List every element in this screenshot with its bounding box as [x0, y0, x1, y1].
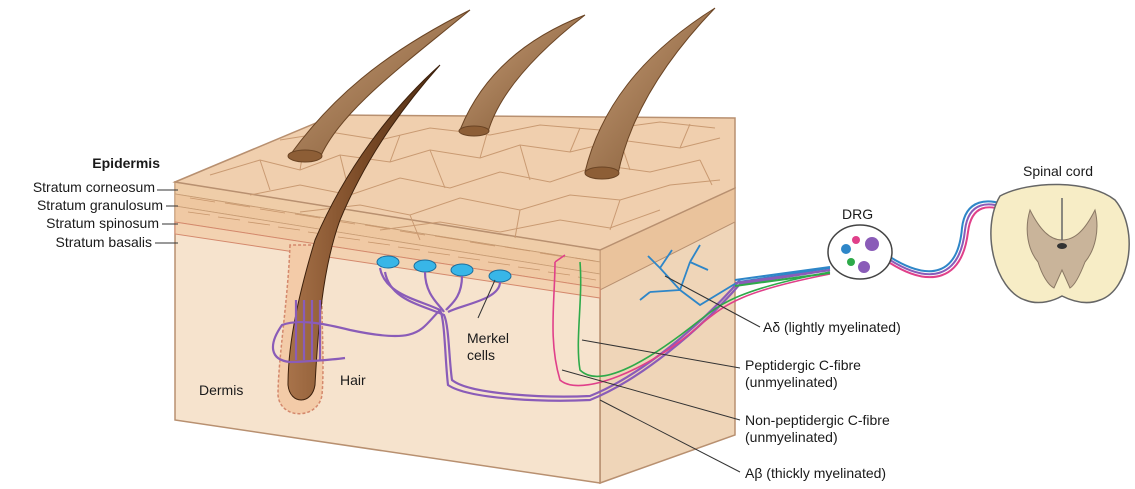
peptidergic-c-fibre-label: Peptidergic C-fibre (unmyelinated)	[745, 357, 861, 391]
hair-pore-1	[288, 150, 322, 162]
hair-shaft-2	[460, 15, 585, 132]
merkel-cell	[489, 270, 511, 282]
hair-label: Hair	[340, 372, 366, 389]
stratum-spinosum-label: Stratum spinosum	[0, 215, 159, 232]
drg-ganglion	[828, 225, 892, 279]
merkel-cell	[414, 260, 436, 272]
merkel-cell	[451, 264, 473, 276]
epidermis-heading: Epidermis	[60, 155, 160, 172]
abeta-label: Aβ (thickly myelinated)	[745, 465, 886, 482]
spinal-cord-label: Spinal cord	[1023, 163, 1093, 180]
stratum-basalis-label: Stratum basalis	[0, 234, 152, 251]
stratum-granulosum-label: Stratum granulosum	[0, 197, 163, 214]
stratum-corneosum-label: Stratum corneosum	[0, 179, 155, 196]
merkel-cell	[377, 256, 399, 268]
adelta-label: Aδ (lightly myelinated)	[763, 319, 901, 336]
merkel-cells-label: Merkel cells	[467, 330, 509, 364]
hair-pore-2	[459, 126, 489, 136]
dermis-label: Dermis	[199, 382, 243, 399]
drg-label: DRG	[842, 206, 873, 223]
hair-pore-3	[585, 167, 619, 179]
non-peptidergic-c-fibre-label: Non-peptidergic C-fibre (unmyelinated)	[745, 412, 890, 446]
spinal-cord	[991, 184, 1129, 302]
